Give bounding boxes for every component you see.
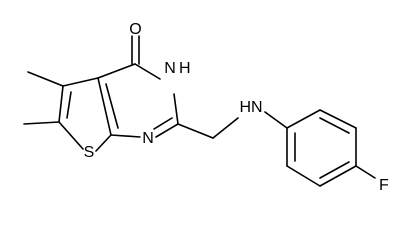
bond-ar5-ar6 <box>286 165 321 187</box>
bond-ch2-nh <box>212 117 239 139</box>
ring-nh-label: N <box>164 60 176 77</box>
bond-c7a-c4a <box>97 77 112 136</box>
bond-n1-c7a <box>110 134 141 138</box>
fluorine-label: F <box>379 177 389 194</box>
bond-c5-c6 <box>58 85 64 123</box>
bond-s-c7a <box>95 134 112 152</box>
oxygen-label: O <box>129 21 141 38</box>
bond-c4-n3 <box>134 63 161 80</box>
structure-svg: O N H N S HN F <box>23 21 389 194</box>
bond-c7a-c4a-double <box>105 83 119 129</box>
bond-ar4-f <box>355 165 376 179</box>
bond-c2-ch2 <box>177 123 214 139</box>
bond-c6-methyl <box>23 121 60 125</box>
ring-nh-hydrogen-label: H <box>179 60 191 77</box>
bond-c2-n1 <box>155 123 179 138</box>
bond-c2-n1-double <box>153 117 173 130</box>
bond-c5-methyl <box>27 71 64 87</box>
bond-c5-c6-double <box>66 91 72 119</box>
bond-c6-s <box>58 121 84 150</box>
bond-ar2-ar3 <box>319 109 357 129</box>
bond-ar2-ar3-double <box>319 117 350 134</box>
amine-nh-label: HN <box>239 99 262 116</box>
bond-ar4-ar5 <box>319 165 357 187</box>
bond-ar4-ar5-double <box>319 161 350 179</box>
bond-c4a-c4 <box>97 63 136 79</box>
bond-c4a-c5 <box>62 77 99 87</box>
molecule-drawing: O N H N S HN F <box>23 21 389 194</box>
sulfur-label: S <box>84 144 95 161</box>
bond-nh-aryl <box>264 111 288 129</box>
bond-ar1-ar2 <box>286 109 321 129</box>
ring-n-label: N <box>142 130 154 147</box>
bond-n3-c2 <box>173 93 179 125</box>
